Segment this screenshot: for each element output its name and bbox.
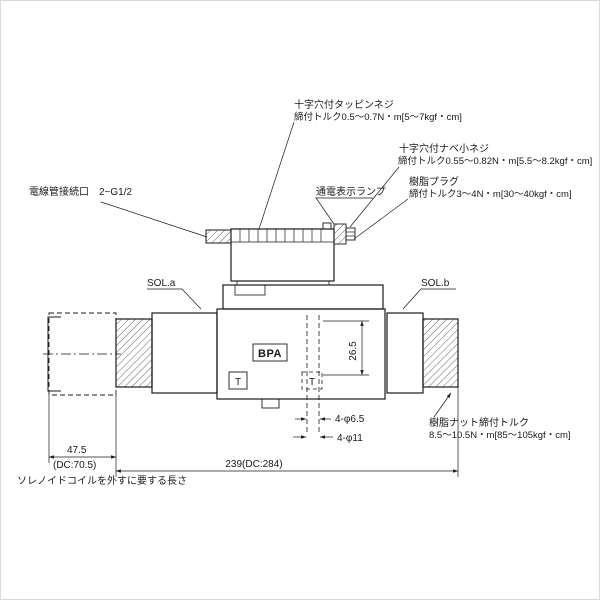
terminal-box xyxy=(230,228,335,286)
resin-plug-torque: 締付トルク3〜4N・m[30〜40kgf・cm] xyxy=(409,188,572,200)
port-t-right-label: T xyxy=(309,377,315,388)
dim-overall-length-label: 239(DC:284) xyxy=(225,459,282,470)
dim-removal-length-label: 47.5 xyxy=(67,445,87,456)
dim-26-5-label: 26.5 xyxy=(348,341,359,361)
conduit-port-label: 電線管接続口 2−G1/2 xyxy=(29,185,133,198)
resin-nut-label: 樹脂ナット締付トルク xyxy=(429,416,529,429)
port-t-left-box xyxy=(228,371,248,390)
left-solenoid xyxy=(115,312,218,394)
resin-plug-label: 樹脂プラグ xyxy=(409,175,459,188)
resin-nut-torque: 8.5〜10.5N・m[85〜105kgf・cm] xyxy=(429,430,571,441)
leader-pan-screw xyxy=(349,166,400,228)
leader-sol-b xyxy=(402,288,456,310)
valve-top-flange xyxy=(222,284,384,310)
model-label-box xyxy=(252,343,288,362)
leader-resin-plug xyxy=(353,198,409,240)
pan-screw-torque: 締付トルク0.55〜0.82N・m[5.5〜8.2kgf・cm] xyxy=(398,155,592,167)
mounting-hole-centerlines xyxy=(306,315,320,435)
right-solenoid xyxy=(386,312,459,394)
model-label: BPA xyxy=(258,348,282,360)
coil-removal-outline xyxy=(43,312,121,396)
leader-conduit-port xyxy=(100,201,208,238)
valve-body xyxy=(216,308,386,400)
pan-screw-label: 十字穴付ナベ小ネジ xyxy=(399,142,489,155)
tapping-screw-label: 十字穴付タッピンネジ xyxy=(294,98,394,111)
port-t-right-box xyxy=(301,371,323,390)
leader-lines xyxy=(100,121,456,418)
leader-resin-nut xyxy=(433,392,452,418)
power-lamp-shape xyxy=(322,222,332,230)
dim-26-5 xyxy=(323,320,369,376)
dim-overall-length xyxy=(115,387,459,477)
bottom-port-tab xyxy=(261,398,280,409)
valve-geometry xyxy=(43,222,459,435)
conduit-port-stub xyxy=(205,229,232,244)
sol-a-label: SOL.a xyxy=(147,278,176,289)
resin-plug-shape xyxy=(333,223,356,245)
sol-b-label: SOL.b xyxy=(421,278,450,289)
tapping-screw-torque: 締付トルク0.5〜0.7N・m[5〜7kgf・cm] xyxy=(294,111,462,123)
removal-note: ソレノイドコイルを外すに要する長さ xyxy=(17,475,187,487)
drawing-text: 十字穴付タッピンネジ 締付トルク0.5〜0.7N・m[5〜7kgf・cm] 十字… xyxy=(17,98,592,487)
dimension-lines xyxy=(48,320,459,477)
port-t-left-label: T xyxy=(235,377,241,388)
terminal-box-fins xyxy=(239,229,322,242)
dim-removal-length xyxy=(48,395,117,477)
leader-sol-a xyxy=(147,288,202,310)
dim-hole-large-label: 4-φ11 xyxy=(337,433,363,444)
leader-power-lamp xyxy=(315,197,373,225)
dim-hole-small-label: 4-φ6.5 xyxy=(335,414,365,425)
power-lamp-label: 通電表示ランプ xyxy=(316,185,386,198)
dim-removal-length-dc-label: (DC:70.5) xyxy=(53,460,96,471)
leader-tapping-screw xyxy=(258,121,295,230)
